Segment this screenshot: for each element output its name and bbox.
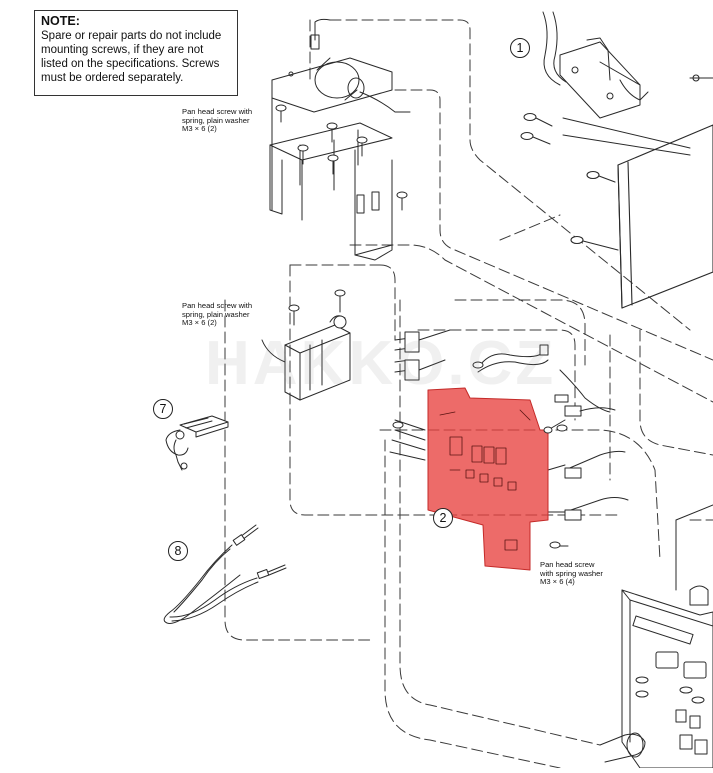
- label-line: M3 × 6 (2): [182, 124, 217, 134]
- note-line: mounting screws, if they are not: [41, 44, 204, 56]
- transformer-assembly: [261, 289, 351, 401]
- cover-panel: [570, 74, 713, 309]
- note-box: NOTE: Spare or repair parts do not inclu…: [34, 10, 238, 96]
- label-line: Pan head screw with: [182, 107, 253, 116]
- note-line: listed on the specifications. Screws: [41, 58, 220, 70]
- label-line: spring, plain washer: [182, 115, 250, 125]
- motor-screws: [275, 104, 408, 211]
- note-line: must be ordered separately.: [41, 72, 184, 84]
- part-8-cable: [163, 524, 287, 624]
- pcb-screws: [543, 426, 569, 549]
- label-line: Pan head screw with: [182, 301, 253, 310]
- label-line: Pan head screw: [540, 560, 595, 569]
- label-screw-motor: Pan head screw with spring, plain washer…: [182, 107, 253, 134]
- callout-part-1: 1: [510, 38, 530, 58]
- label-line: M3 × 6 (2): [182, 318, 217, 328]
- watermark-text: HAKKO.CZ: [205, 329, 557, 398]
- note-line: Spare or repair parts do not include: [41, 30, 222, 42]
- label-line: with spring washer: [540, 568, 603, 578]
- label-line: spring, plain washer: [182, 309, 250, 319]
- part-1-bracket: [520, 11, 691, 156]
- callout-part-7: 7: [153, 399, 173, 419]
- callout-part-8: 8: [168, 541, 188, 561]
- label-screw-transformer: Pan head screw with spring, plain washer…: [182, 301, 253, 328]
- pcb-board-highlight: [427, 387, 549, 571]
- callout-part-2: 2: [433, 508, 453, 528]
- motor-bracket-assembly: [269, 18, 411, 261]
- label-screw-pcb: Pan head screw with spring washer M3 × 6…: [540, 560, 603, 587]
- part-7-probe: [165, 415, 229, 471]
- front-panel-assembly: [599, 504, 713, 769]
- note-title: NOTE:: [41, 14, 80, 28]
- label-line: M3 × 6 (4): [540, 577, 575, 587]
- assembly-guide-lines: [224, 19, 713, 769]
- wiring-harness: [389, 329, 629, 521]
